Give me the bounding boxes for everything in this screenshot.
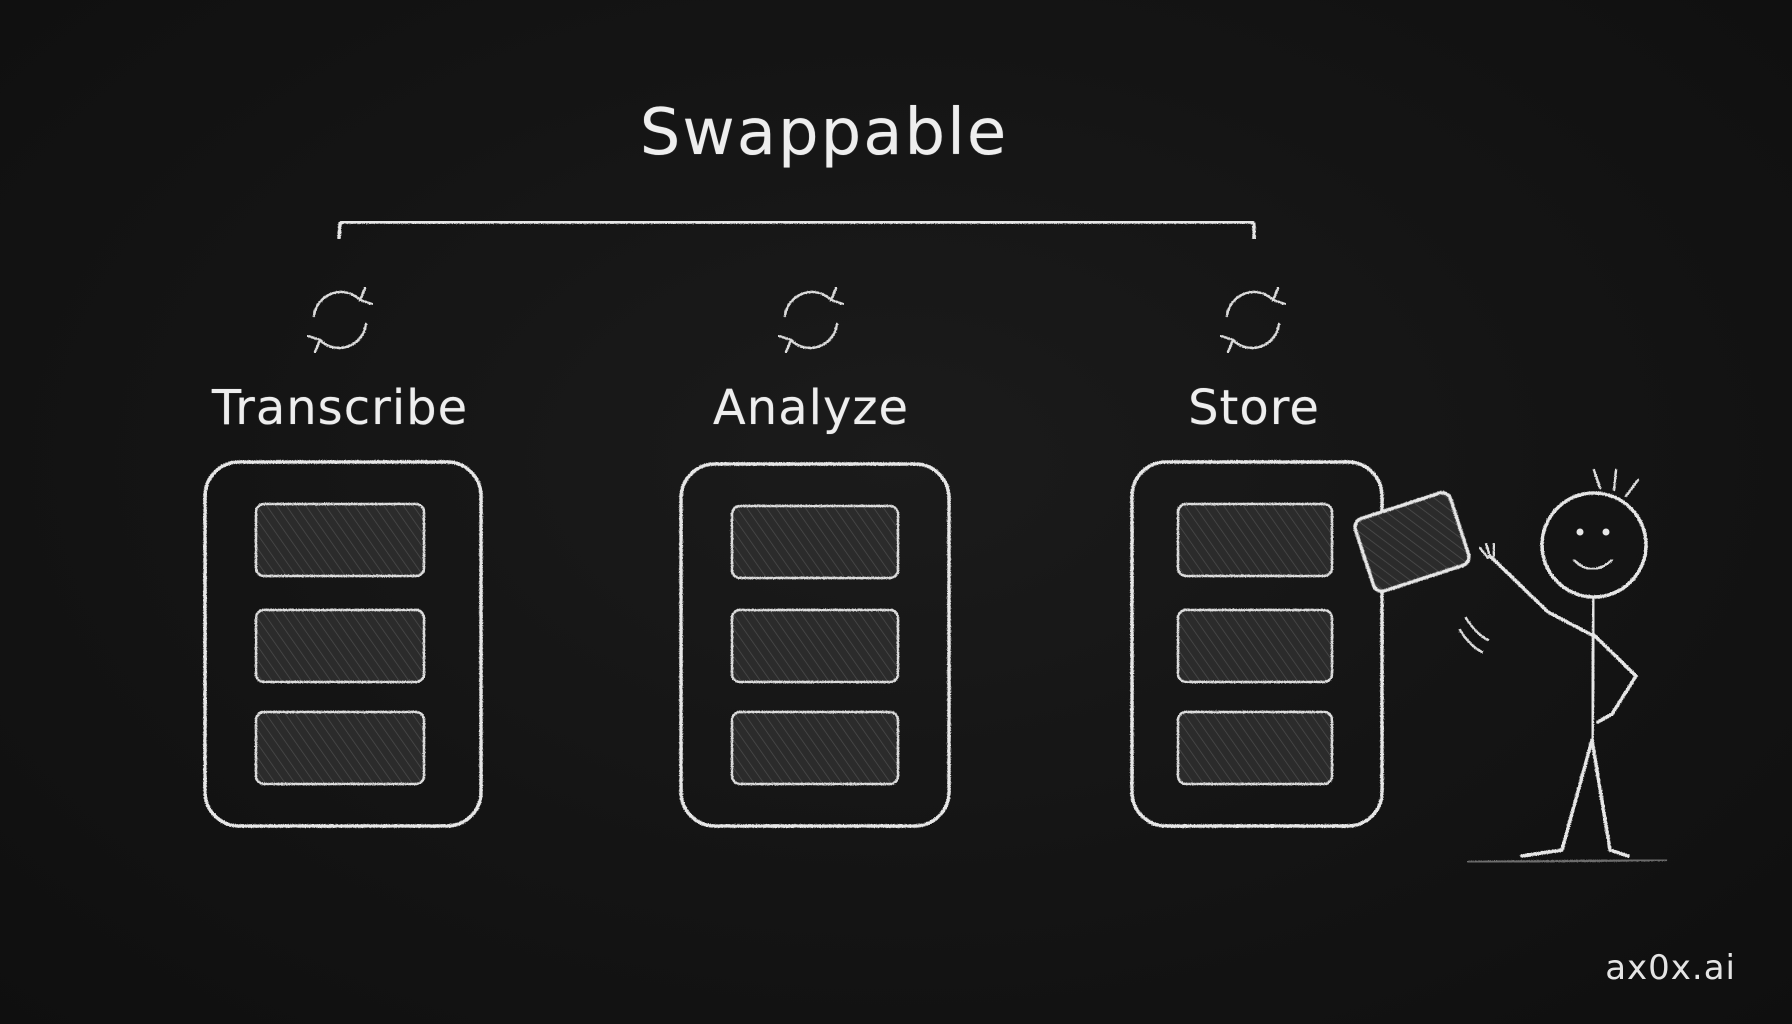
module-slot — [1176, 710, 1334, 786]
module-slot — [254, 710, 426, 786]
diagram-title: Swappable — [639, 96, 1009, 170]
module-slot — [254, 502, 426, 578]
stick-figure — [1466, 468, 1668, 864]
module-slot — [1176, 608, 1334, 684]
swappable-bracket — [337, 196, 1256, 270]
stage-label-analyze: Analyze — [712, 380, 910, 436]
swap-icon — [777, 286, 845, 354]
stage-label-transcribe: Transcribe — [211, 380, 469, 436]
swap-icon — [306, 286, 374, 354]
stage-label-store: Store — [1188, 380, 1320, 436]
brand-watermark: ax0x.ai — [1605, 948, 1736, 988]
module-slot — [730, 504, 900, 580]
store-module — [1130, 460, 1384, 828]
swapped-module-card — [1353, 490, 1471, 594]
module-slot — [254, 608, 426, 684]
module-slot — [730, 710, 900, 786]
motion-lines — [1458, 616, 1490, 654]
swap-icon — [1219, 286, 1287, 354]
module-slot — [1176, 502, 1334, 578]
analyze-module — [679, 462, 951, 828]
transcribe-module — [203, 460, 483, 828]
module-slot — [730, 608, 900, 684]
